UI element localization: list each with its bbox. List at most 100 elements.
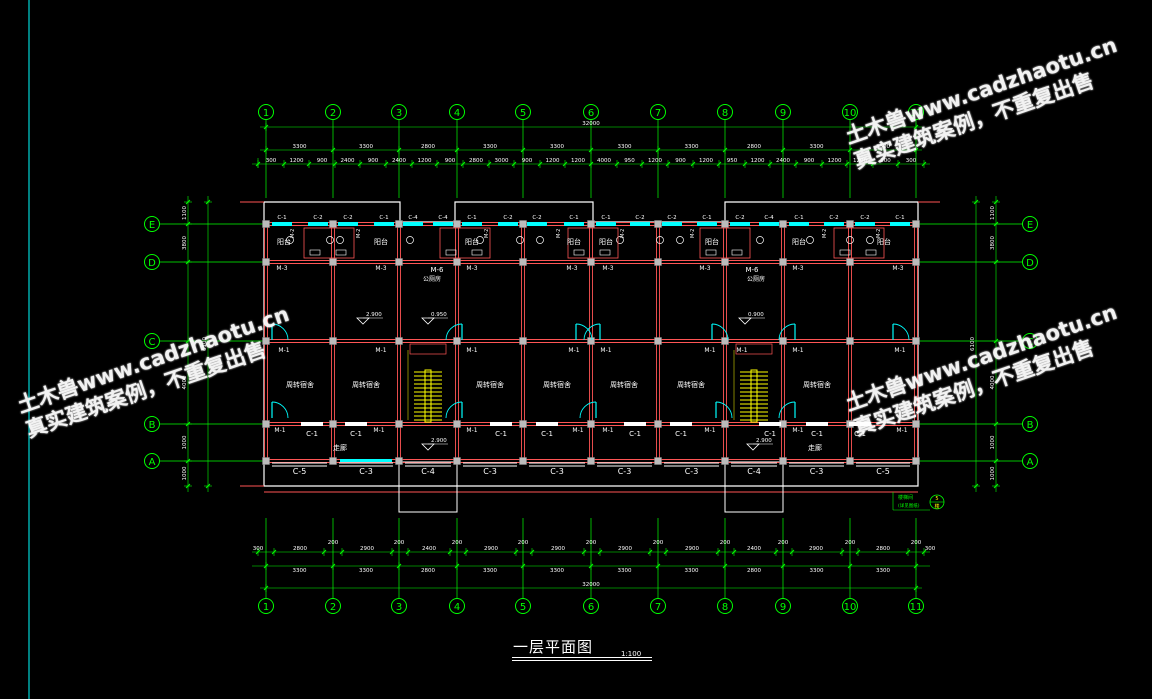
right-dim-text: 4000 xyxy=(990,375,996,389)
top-bay-dim-slash xyxy=(655,147,661,153)
structural-column xyxy=(395,220,403,228)
left-dim-slash xyxy=(185,421,191,427)
structural-column xyxy=(329,337,337,345)
right-total-dim-text: 6100 xyxy=(970,337,976,351)
bottom-bay-dim-text: 3300 xyxy=(359,568,373,574)
bottom-bay-dim-text: 3300 xyxy=(483,568,497,574)
stair-projection-left xyxy=(398,461,458,513)
bottom-bay-dim-slash xyxy=(780,563,786,569)
structural-column xyxy=(262,457,270,465)
door-label-m1: M-1 xyxy=(373,427,384,434)
room-label-corridor: 走廊 xyxy=(333,443,347,452)
structural-column xyxy=(779,457,787,465)
bottom-bay-dim-slash xyxy=(396,563,402,569)
window-label-b-line: C-1 xyxy=(629,430,641,438)
door-swing-arc xyxy=(271,323,289,341)
bathroom-partition xyxy=(699,227,751,259)
structural-column xyxy=(329,220,337,228)
door-swing-arc xyxy=(445,401,463,419)
top-window-dim-text: 900 xyxy=(317,158,328,164)
window-label-bottom: C-3 xyxy=(685,467,699,476)
sink-fixture xyxy=(309,249,321,256)
door-label-m1: M-1 xyxy=(600,347,611,354)
bottom-window-dim-slash xyxy=(855,549,861,555)
top-window-dim-text: 300 xyxy=(266,158,277,164)
room-label-toilet: 公厕房 xyxy=(747,275,765,283)
elevation-mark-text: 2.900 xyxy=(366,312,382,318)
door-label-m2: M-2 xyxy=(876,229,882,238)
elevation-mark-marker xyxy=(738,317,752,325)
window-label-top: C-1 xyxy=(277,215,286,221)
structural-column xyxy=(654,337,662,345)
window-label-bottom: C-4 xyxy=(747,467,761,476)
toilet-fixture xyxy=(326,236,334,244)
grid-bubble-top xyxy=(717,104,733,120)
structural-column xyxy=(587,220,595,228)
room-label-dorm: 周转宿舍 xyxy=(803,380,831,389)
bottom-window-dim-slash xyxy=(529,549,535,555)
door-label-m3: M-3 xyxy=(792,265,803,272)
elevation-mark-marker xyxy=(356,317,370,325)
door-swing-arc xyxy=(579,401,597,419)
sink-fixture xyxy=(731,249,743,256)
structural-column xyxy=(912,337,920,345)
door-swing-arc xyxy=(778,323,796,341)
top-window-dim-slash xyxy=(716,161,722,167)
structural-column xyxy=(654,420,662,428)
bottom-window-dim-slash xyxy=(647,549,653,555)
elevation-mark-marker xyxy=(421,443,435,451)
bottom-pier-dim-text: 200 xyxy=(394,540,405,546)
elevation-mark-text: 0.900 xyxy=(748,312,764,318)
top-total-dim-text: 32000 xyxy=(582,121,600,127)
bottom-window-dim-text: 300 xyxy=(253,546,264,552)
grid-bubble-bottom xyxy=(717,598,733,614)
toilet-fixture xyxy=(846,236,854,244)
window-b-line xyxy=(806,422,828,426)
bottom-bay-dim-text: 2800 xyxy=(421,568,435,574)
bottom-bay-dim-text: 3300 xyxy=(293,568,307,574)
elevation-mark-marker xyxy=(421,317,435,325)
window-top xyxy=(527,222,547,226)
room-label-balcony: 阳台 xyxy=(374,237,388,246)
bathroom-partition xyxy=(439,227,491,259)
door-label-m1: M-1 xyxy=(274,427,285,434)
grid-label-top: 10 xyxy=(844,108,857,119)
bottom-window-dim-slash xyxy=(271,549,277,555)
grid-bubble-bottom xyxy=(258,598,274,614)
window-b-line xyxy=(759,422,781,426)
door-swing-arc xyxy=(715,401,733,419)
grid-bubble-right xyxy=(1022,216,1038,232)
window-b-line xyxy=(536,422,558,426)
window-top xyxy=(462,222,482,226)
room-label-dorm: 周转宿舍 xyxy=(610,380,638,389)
top-bay-dim-text: 3300 xyxy=(618,144,632,150)
window-label-b-line: C-1 xyxy=(675,430,687,438)
top-window-dim-slash xyxy=(639,161,645,167)
bottom-total-dim-text: 32000 xyxy=(582,582,600,588)
top-window-dim-slash xyxy=(486,161,492,167)
right-dim-slash xyxy=(993,421,999,427)
top-window-dim-text: 1200 xyxy=(853,158,867,164)
grid-label-bottom: 11 xyxy=(910,602,923,613)
door-label-m3: M-3 xyxy=(892,265,903,272)
top-window-dim-slash xyxy=(665,161,671,167)
bottom-window-dim-text: 2400 xyxy=(422,546,436,552)
right-dim-slash xyxy=(993,199,999,205)
structural-column xyxy=(262,337,270,345)
room-label-balcony: 阳台 xyxy=(877,237,891,246)
window-label-top: C-1 xyxy=(467,215,476,221)
structural-column xyxy=(721,457,729,465)
top-window-dim-text: 900 xyxy=(368,158,379,164)
structural-column xyxy=(912,457,920,465)
top-window-dim-slash xyxy=(409,161,415,167)
door-label-m3: M-3 xyxy=(466,265,477,272)
stair-handrail xyxy=(424,369,432,423)
window-top xyxy=(730,222,750,226)
grid-label-bottom: 8 xyxy=(722,602,728,613)
door-label-m3: M-3 xyxy=(566,265,577,272)
structural-column xyxy=(453,258,461,266)
sink-fixture xyxy=(599,249,611,256)
grid-bubble-right xyxy=(1022,453,1038,469)
